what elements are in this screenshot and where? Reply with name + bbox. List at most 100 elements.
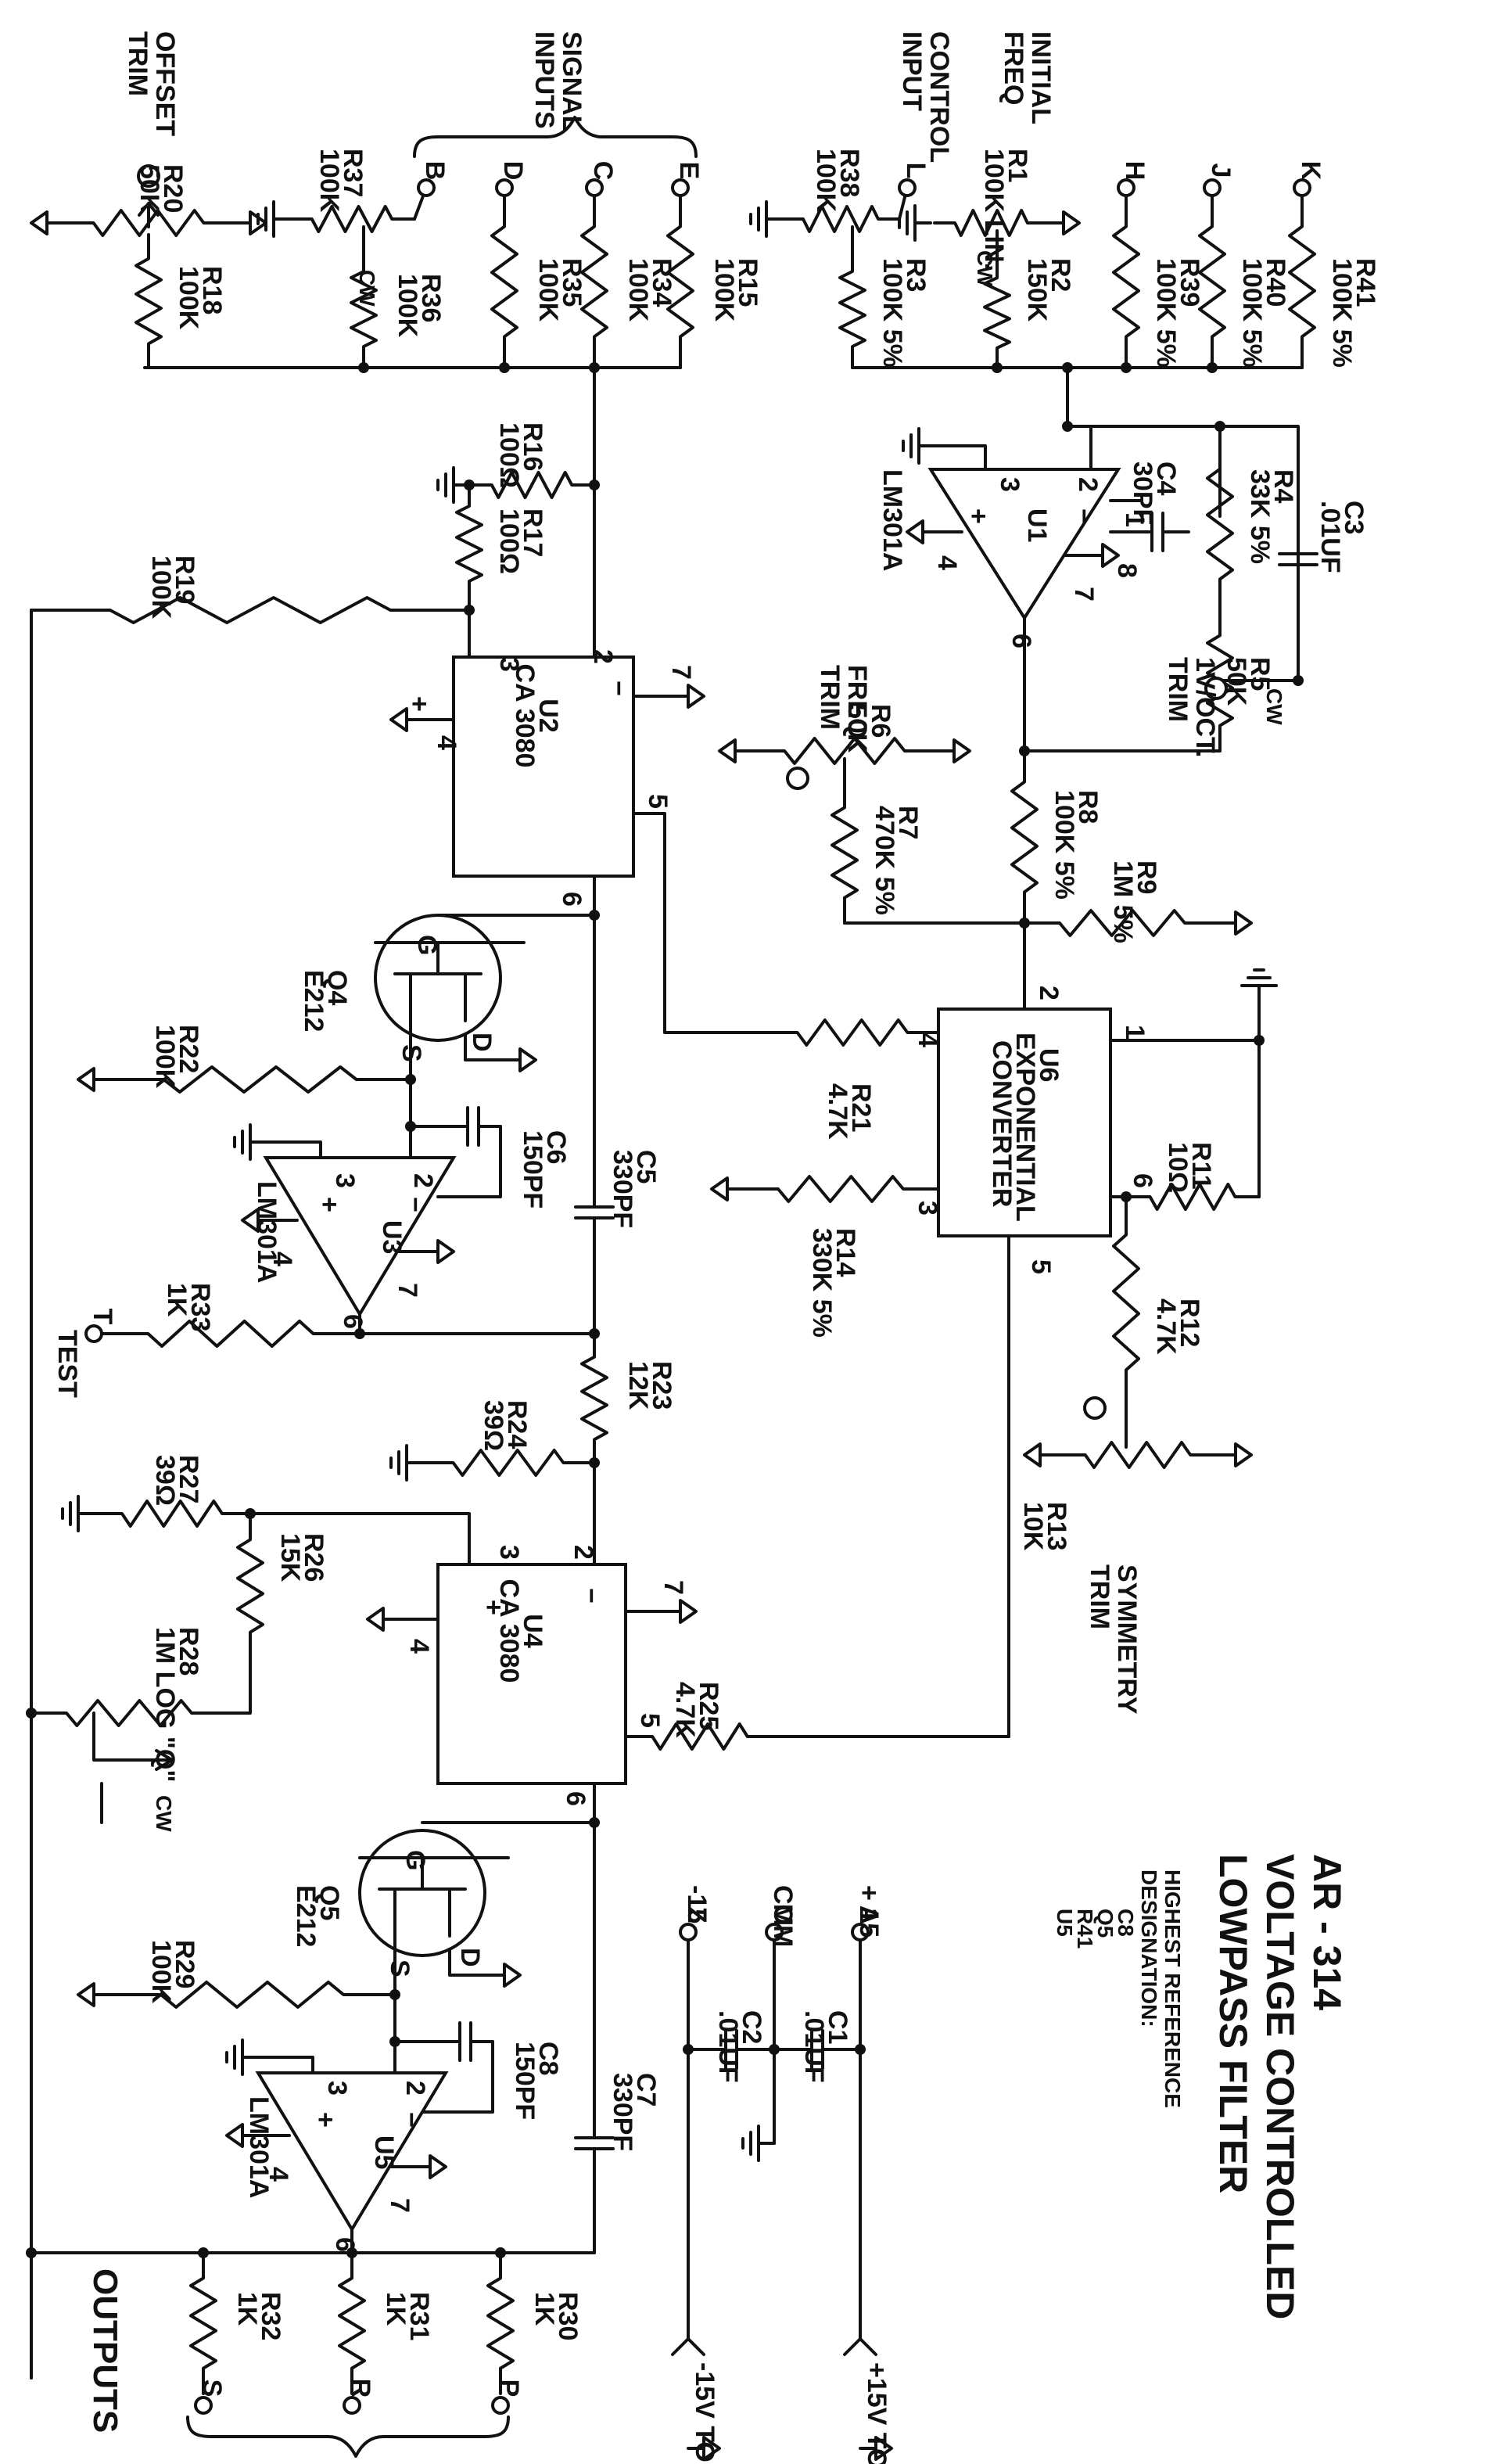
terminal-letter: B bbox=[420, 161, 450, 181]
r22-ref: R22 bbox=[174, 1025, 203, 1073]
r24-value: 39Ω bbox=[479, 1400, 508, 1451]
r16-value: 100Ω bbox=[494, 422, 524, 488]
r23-value: 12K bbox=[623, 1361, 653, 1410]
supply-arrow bbox=[1023, 1442, 1057, 1467]
pos-supply-label: +15V TO ALL bbox=[862, 2362, 892, 2464]
r9-value: 1M 5% bbox=[1108, 860, 1138, 943]
u2-minus: − bbox=[604, 681, 633, 696]
r7-resistor bbox=[831, 781, 859, 925]
u6-ref: U6 bbox=[1034, 1048, 1064, 1082]
u1-pin2: 2 bbox=[1073, 477, 1103, 492]
ground-symbol bbox=[61, 1495, 95, 1532]
oct-trim-label: TRIM bbox=[1163, 657, 1193, 722]
u2-part: CA 3080 bbox=[510, 664, 540, 768]
u5-ref: U5 bbox=[369, 2135, 399, 2169]
terminal-r bbox=[343, 2396, 361, 2415]
u4-part: CA 3080 bbox=[494, 1579, 524, 1683]
r6-value: 50K bbox=[842, 704, 872, 753]
signal-inputs-brace bbox=[413, 116, 698, 158]
trim-mark-icon bbox=[1083, 1396, 1107, 1420]
r28-pot bbox=[30, 1699, 228, 1727]
supply-arrow bbox=[487, 1963, 522, 1988]
ground-symbol bbox=[749, 200, 784, 238]
symmetry-trim-label: SYMMETRY bbox=[1112, 1564, 1142, 1715]
q4-pin-g: G bbox=[412, 935, 442, 955]
r16-ref: R16 bbox=[518, 422, 547, 471]
r15-ref: R15 bbox=[733, 258, 762, 307]
supply-arrow bbox=[906, 519, 940, 544]
u5-pin2: 2 bbox=[400, 2081, 430, 2096]
u4-pin6: 6 bbox=[561, 1791, 590, 1806]
r39-resistor bbox=[1112, 194, 1140, 369]
note-item: R41 bbox=[1073, 1909, 1097, 1949]
terminal-letter: R bbox=[346, 2379, 375, 2398]
wire bbox=[436, 914, 596, 1097]
offset-trim-label: TRIM bbox=[123, 31, 152, 96]
trim-mark-icon bbox=[1204, 677, 1228, 700]
r18-value: 100K bbox=[174, 266, 203, 330]
freq-trim-label: FREQ bbox=[842, 665, 872, 738]
r22-value: 100K bbox=[150, 1025, 180, 1089]
supply-arrow bbox=[241, 1208, 275, 1233]
terminal-letter: D bbox=[498, 161, 528, 181]
u6-body bbox=[937, 1008, 1112, 1237]
control-input-label: CONTROL bbox=[924, 31, 954, 163]
u3-plus: + bbox=[314, 1197, 344, 1212]
r2-value: 150K bbox=[1022, 258, 1052, 322]
q4-fet-leads bbox=[374, 941, 526, 1054]
r39-ref: R39 bbox=[1175, 258, 1204, 307]
u6-pin1: 1 bbox=[1120, 1025, 1150, 1040]
r13-value: 10K bbox=[1018, 1502, 1048, 1551]
symmetry-trim-label: TRIM bbox=[1085, 1564, 1114, 1629]
supply-arrow bbox=[225, 2123, 260, 2148]
c8-value: 150PF bbox=[510, 2042, 540, 2120]
supply-arrow bbox=[1218, 1442, 1253, 1467]
minus15-label: -15 bbox=[682, 1885, 712, 1923]
u1-pin8: 8 bbox=[1112, 563, 1142, 578]
r6-pot bbox=[749, 737, 940, 765]
outputs-brace bbox=[186, 2416, 510, 2458]
terminal-letter: S bbox=[197, 2380, 227, 2398]
u3-pin7: 7 bbox=[393, 1283, 422, 1298]
u1-minus: − bbox=[1069, 508, 1099, 524]
r8-value: 100K 5% bbox=[1049, 790, 1079, 900]
u6-pin3: 3 bbox=[913, 1201, 942, 1216]
c4-value: 30PF bbox=[1128, 462, 1157, 525]
r1-value: 100K LIN. bbox=[979, 149, 1009, 270]
terminal-e bbox=[671, 178, 690, 197]
ground-symbol bbox=[233, 1123, 267, 1161]
c6-ref: C6 bbox=[541, 1130, 571, 1164]
terminal-m bbox=[765, 1923, 784, 1941]
supply-arrow bbox=[503, 1047, 537, 1072]
r29-resistor bbox=[108, 1981, 396, 2009]
c7-value: 330PF bbox=[608, 2073, 637, 2151]
q5-part: E212 bbox=[291, 1885, 321, 1947]
u2-ref: U2 bbox=[533, 699, 563, 732]
u1-ref: U1 bbox=[1022, 508, 1052, 542]
freq-trim-label: TRIM bbox=[815, 665, 845, 730]
r32-resistor bbox=[189, 2251, 217, 2395]
ground-symbol bbox=[257, 200, 291, 238]
c1-ref: C1 bbox=[823, 2010, 852, 2044]
wire bbox=[859, 2337, 877, 2356]
u2-plus: + bbox=[404, 696, 434, 712]
r7-value: 470K 5% bbox=[870, 806, 899, 915]
r40-resistor bbox=[1198, 194, 1226, 369]
supply-arrow bbox=[1085, 543, 1120, 568]
u2-pin4: 4 bbox=[432, 735, 461, 750]
r23-ref: R23 bbox=[647, 1361, 676, 1410]
u4-pin7: 7 bbox=[658, 1580, 688, 1595]
r38-pot bbox=[780, 205, 901, 233]
note-item: U5 bbox=[1053, 1909, 1077, 1937]
r21-resistor bbox=[765, 1018, 940, 1047]
r33-resistor bbox=[100, 1320, 361, 1348]
q4-part: E212 bbox=[299, 970, 328, 1032]
ground-symbol bbox=[389, 1444, 424, 1482]
note-sub: DESIGNATION: bbox=[1137, 1870, 1161, 2028]
r11-resistor bbox=[1125, 1183, 1261, 1211]
junction-dot bbox=[26, 2247, 37, 2258]
supply-arrow bbox=[1046, 210, 1081, 235]
r32-ref: R32 bbox=[256, 2292, 285, 2340]
r19-ref: R19 bbox=[170, 555, 199, 604]
r15-resistor bbox=[666, 194, 694, 369]
